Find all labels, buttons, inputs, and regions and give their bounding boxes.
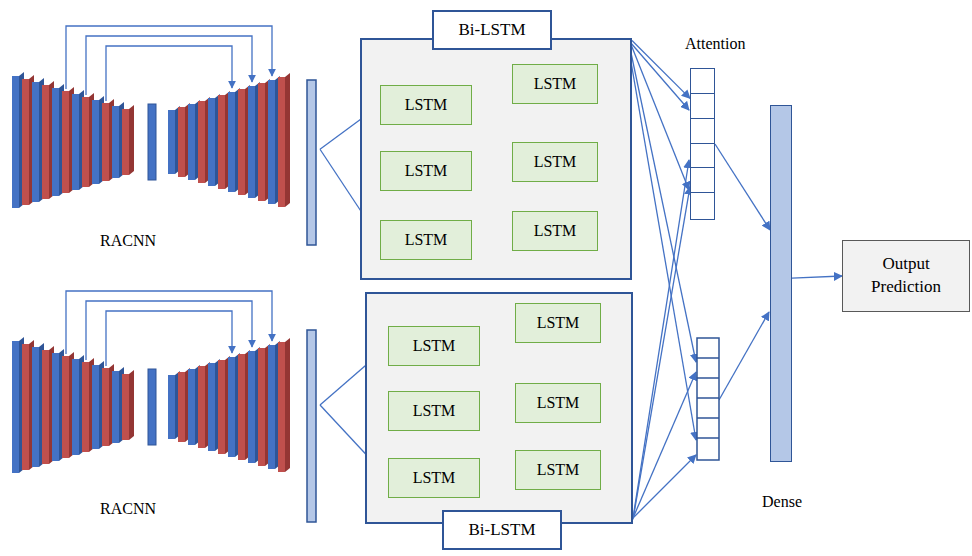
block-label: RACNN	[78, 232, 178, 250]
layer-label: Dense	[762, 493, 802, 511]
cell-label: LSTM	[413, 337, 456, 355]
attention-link	[630, 42, 689, 110]
attention-vector	[697, 338, 719, 460]
lstm-cell: LSTM	[512, 142, 598, 182]
flow-arrow	[715, 144, 770, 230]
lstm-cell: LSTM	[380, 220, 472, 260]
attention-link	[633, 372, 696, 518]
lstm-cell: LSTM	[388, 391, 480, 431]
attention-vector: Attention	[690, 68, 715, 220]
output-box: Output Prediction	[842, 240, 970, 312]
flow-arrow	[633, 187, 690, 520]
vector-cell	[691, 69, 714, 193]
lstm-cell: LSTM	[380, 85, 472, 125]
vector-cell	[691, 69, 714, 94]
lstm-cell: LSTM	[515, 303, 601, 343]
racnn-block: RACNN	[8, 20, 320, 255]
bilstm-panel: Bi-LSTMLSTMLSTMLSTMLSTMLSTMLSTM	[365, 292, 633, 524]
cell-label: LSTM	[534, 153, 577, 171]
lstm-cell: LSTM	[515, 450, 601, 490]
cell-label: LSTM	[537, 314, 580, 332]
flow-arrow	[632, 40, 690, 98]
vector-cell	[691, 69, 714, 119]
cell-label: LSTM	[537, 394, 580, 412]
block-label: RACNN	[78, 500, 178, 518]
racnn-illustration	[8, 285, 320, 525]
vector-cell	[691, 69, 714, 168]
panel-title: Bi-LSTM	[432, 10, 552, 50]
lstm-cell: LSTM	[512, 211, 598, 251]
cell-label: LSTM	[534, 75, 577, 93]
attention-link	[633, 160, 689, 518]
dense-layer: Dense	[770, 105, 792, 462]
dense-link	[719, 312, 769, 400]
cell-label: LSTM	[405, 96, 448, 114]
attention-link	[630, 56, 696, 440]
lstm-cell: LSTM	[380, 151, 472, 191]
flow-arrow	[792, 276, 842, 278]
vector-cell	[691, 69, 714, 144]
cell-label: LSTM	[405, 162, 448, 180]
cell-label: LSTM	[413, 402, 456, 420]
cell-label: LSTM	[405, 231, 448, 249]
cell-label: LSTM	[413, 469, 456, 487]
bilstm-panel: Bi-LSTMLSTMLSTMLSTMLSTMLSTMLSTM	[360, 38, 632, 280]
lstm-cell: LSTM	[388, 458, 480, 498]
cell-label: LSTM	[537, 461, 580, 479]
racnn-block: RACNN	[8, 285, 320, 525]
output-label: Output Prediction	[857, 253, 955, 299]
attention-link	[630, 42, 689, 190]
racnn-illustration	[8, 20, 320, 255]
layer-label: Attention	[685, 35, 745, 53]
cell-label: LSTM	[534, 222, 577, 240]
lstm-cell: LSTM	[515, 383, 601, 423]
panel-title: Bi-LSTM	[442, 510, 562, 550]
lstm-cell: LSTM	[512, 64, 598, 104]
lstm-cell: LSTM	[388, 326, 480, 366]
